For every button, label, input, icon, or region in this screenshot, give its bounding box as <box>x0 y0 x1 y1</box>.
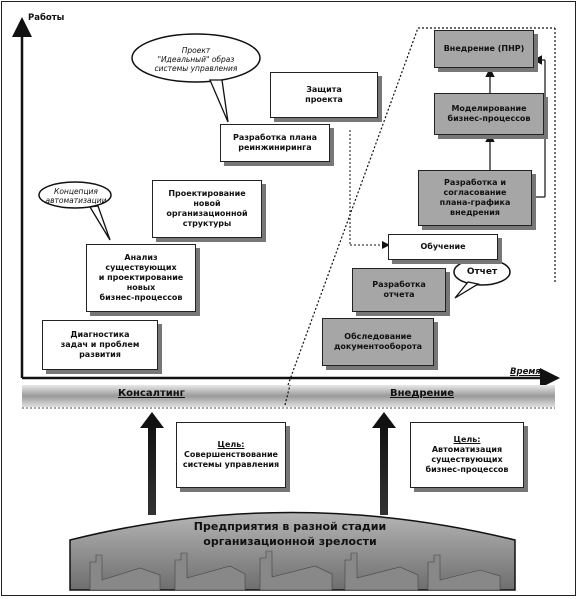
goal-left-title: Цель: <box>217 440 245 449</box>
goal-right-title: Цель: <box>453 435 481 444</box>
box-commissioning: Внедрение (ПНР) <box>434 30 534 68</box>
bubble-ideal-image-text: Проект "Идеальный" образ системы управле… <box>154 45 238 73</box>
box-diagnostics: Диагностика задач и проблем развития <box>42 320 158 370</box>
bubble-concept <box>38 181 112 209</box>
up-arrow-right-head <box>372 412 396 428</box>
goal-right-text: Автоматизация существующих бизнес-процес… <box>425 445 509 474</box>
up-arrow-right-shaft <box>380 425 388 515</box>
goal-box-right: Цель: Автоматизация существующих бизнес-… <box>410 422 524 488</box>
phase-separator <box>287 27 419 386</box>
bubble-report-text: Отчет <box>466 266 498 277</box>
box-org-design: Проектирование новой организационной стр… <box>152 180 262 238</box>
y-axis-label: Работы <box>28 13 65 23</box>
goal-left-text: Совершенствование системы управления <box>182 450 280 469</box>
band-label-implementation: Внедрение <box>390 388 455 399</box>
box-document-survey: Обследование документооборота <box>322 318 434 366</box>
box-process-analysis: Анализ существующих и проектирование нов… <box>86 244 196 312</box>
box-reengineering-plan: Разработка плана реинжиниринга <box>220 124 330 162</box>
box-report-development: Разработка отчета <box>352 268 446 312</box>
up-arrow-left-head <box>140 412 164 428</box>
box-process-modeling: Моделирование бизнес-процессов <box>434 93 544 135</box>
box-project-defense: Защита проекта <box>270 72 378 118</box>
box-training: Обучение <box>388 234 498 260</box>
phase-band <box>22 385 555 407</box>
up-arrow-left-shaft <box>148 425 156 515</box>
enterprises-label: Предприятия в разной стадии организацион… <box>193 520 387 548</box>
box-schedule: Разработка и согласование плана-графика … <box>418 170 532 226</box>
goal-box-left: Цель: Совершенствование системы управлен… <box>176 422 286 488</box>
bubble-ideal-image <box>131 33 261 83</box>
x-axis-label: Время <box>510 367 541 377</box>
bubble-concept-text: Концепция автоматизации <box>45 187 107 205</box>
band-label-consulting: Консалтинг <box>118 388 185 399</box>
